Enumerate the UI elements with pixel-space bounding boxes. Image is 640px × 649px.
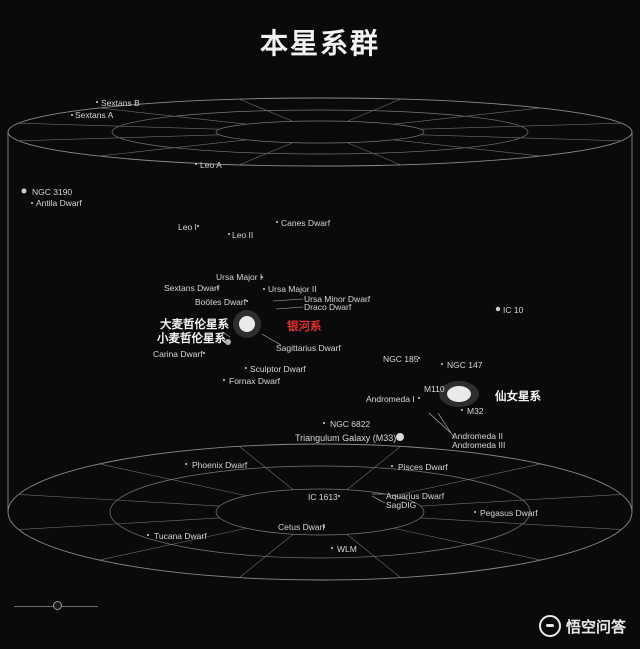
label-ngc185: NGC 185 [383,354,419,364]
grid-spoke [420,494,622,507]
galaxy-glows [21,188,501,441]
label-lmc: 大麦哲伦星系 [160,317,229,331]
grid-spoke [18,134,220,142]
label-leo-i: Leo I [178,222,197,232]
grid-spoke [239,533,294,578]
m33-glow [396,433,404,441]
grid-spoke [18,517,220,530]
grid-spoke [346,142,401,166]
zoom-slider[interactable] [14,600,98,612]
top-mid-ellipse [111,109,529,155]
label-ursa-minor-dwarf: Ursa Minor Dwarf [304,294,371,304]
watermark: 悟空问答 [538,615,626,637]
bottom-inner-ellipse [215,488,425,536]
grid-spoke [18,122,220,130]
label-bootes-dwarf: Boötes Dwarf [195,297,247,307]
grid-spoke [99,527,247,561]
label-draco-dwarf: Draco Dwarf [304,302,352,312]
top-spokes [18,98,622,166]
grid-spoke [393,527,541,561]
label-sagdig: SagDIG [386,500,417,510]
slider-knob[interactable] [53,601,62,610]
label-sextans-b: Sextans B [101,98,140,108]
grid-spoke [99,139,247,157]
andromeda-glow [447,386,471,402]
grid-spoke [18,494,220,507]
grid-spoke [420,517,622,530]
ic10-glow [495,306,501,312]
grid-spoke [99,463,247,497]
label-sextans-dwarf: Sextans Dwarf [164,283,220,293]
bottom-mid-ellipse [109,465,531,559]
label-sagittarius-dwarf: Sagittarius Dwarf [276,343,341,353]
watermark-text: 悟空问答 [565,617,626,636]
grid-spoke [346,446,401,491]
smc-glow [225,339,231,345]
label-antila-dwarf: Antila Dwarf [36,198,82,208]
label-phoenix-dwarf: Phoenix Dwarf [192,460,248,470]
grid-spoke [393,463,541,497]
grid-spoke [346,533,401,578]
label-canes-dwarf: Canes Dwarf [281,218,331,228]
galaxy-dots [31,101,476,549]
label-ursa-major-ii: Ursa Major II [268,284,317,294]
label-andromeda-i: Andromeda I [366,394,415,404]
label-cetus-dwarf: Cetus Dwarf [278,522,325,532]
grid-spoke [99,107,247,125]
label-aquarius-dwarf: Aquarius Dwarf [386,491,445,501]
label-andromeda-iii: Andromeda III [452,440,506,450]
grid-spoke [393,139,541,157]
label-m32: M32 [467,406,484,416]
grid-spoke [393,107,541,125]
label-carina-dwarf: Carina Dwarf [153,349,203,359]
label-ursa-major-i: Ursa Major I [216,272,263,282]
label-andromeda-cn: 仙女星系 [495,389,541,403]
label-fornax-dwarf: Fornax Dwarf [229,376,281,386]
page-title: 本星系群 [259,27,380,60]
label-smc: 小麦哲伦星系 [157,331,226,345]
label-sextans-a: Sextans A [75,110,114,120]
label-andromeda-ii: Andromeda II [452,431,504,441]
label-tucana-dwarf: Tucana Dwarf [154,531,207,541]
grid-spoke [239,446,294,491]
grid-spoke [239,98,294,122]
label-ic1613: IC 1613 [308,492,338,502]
milky-way-glow [239,316,255,332]
grid-spoke [420,134,622,142]
label-ngc3190: NGC 3190 [32,187,73,197]
bottom-spokes [18,446,622,578]
label-triangulum: Triangulum Galaxy (M33) [295,433,397,443]
label-m110: M110 [424,384,445,394]
label-leo-ii: Leo II [232,230,254,240]
label-ngc147: NGC 147 [447,360,483,370]
leader-lines [223,298,456,504]
grid-spoke [346,98,401,122]
label-wlm: WLM [337,544,357,554]
label-ic10: IC 10 [503,305,524,315]
ngc3190-glow [21,188,27,194]
grid-spoke [420,122,622,130]
label-pegasus-dwarf: Pegasus Dwarf [480,508,538,518]
grid-spoke [239,142,294,166]
label-milky-way: 银河系 [287,319,322,333]
wukong-logo-icon [538,615,561,637]
label-leo-a: Leo A [200,160,222,170]
label-sculptor-dwarf: Sculptor Dwarf [250,364,306,374]
label-ngc6822: NGC 6822 [330,419,371,429]
label-pisces-dwarf: Pisces Dwarf [398,462,448,472]
top-inner-ellipse [215,120,425,144]
